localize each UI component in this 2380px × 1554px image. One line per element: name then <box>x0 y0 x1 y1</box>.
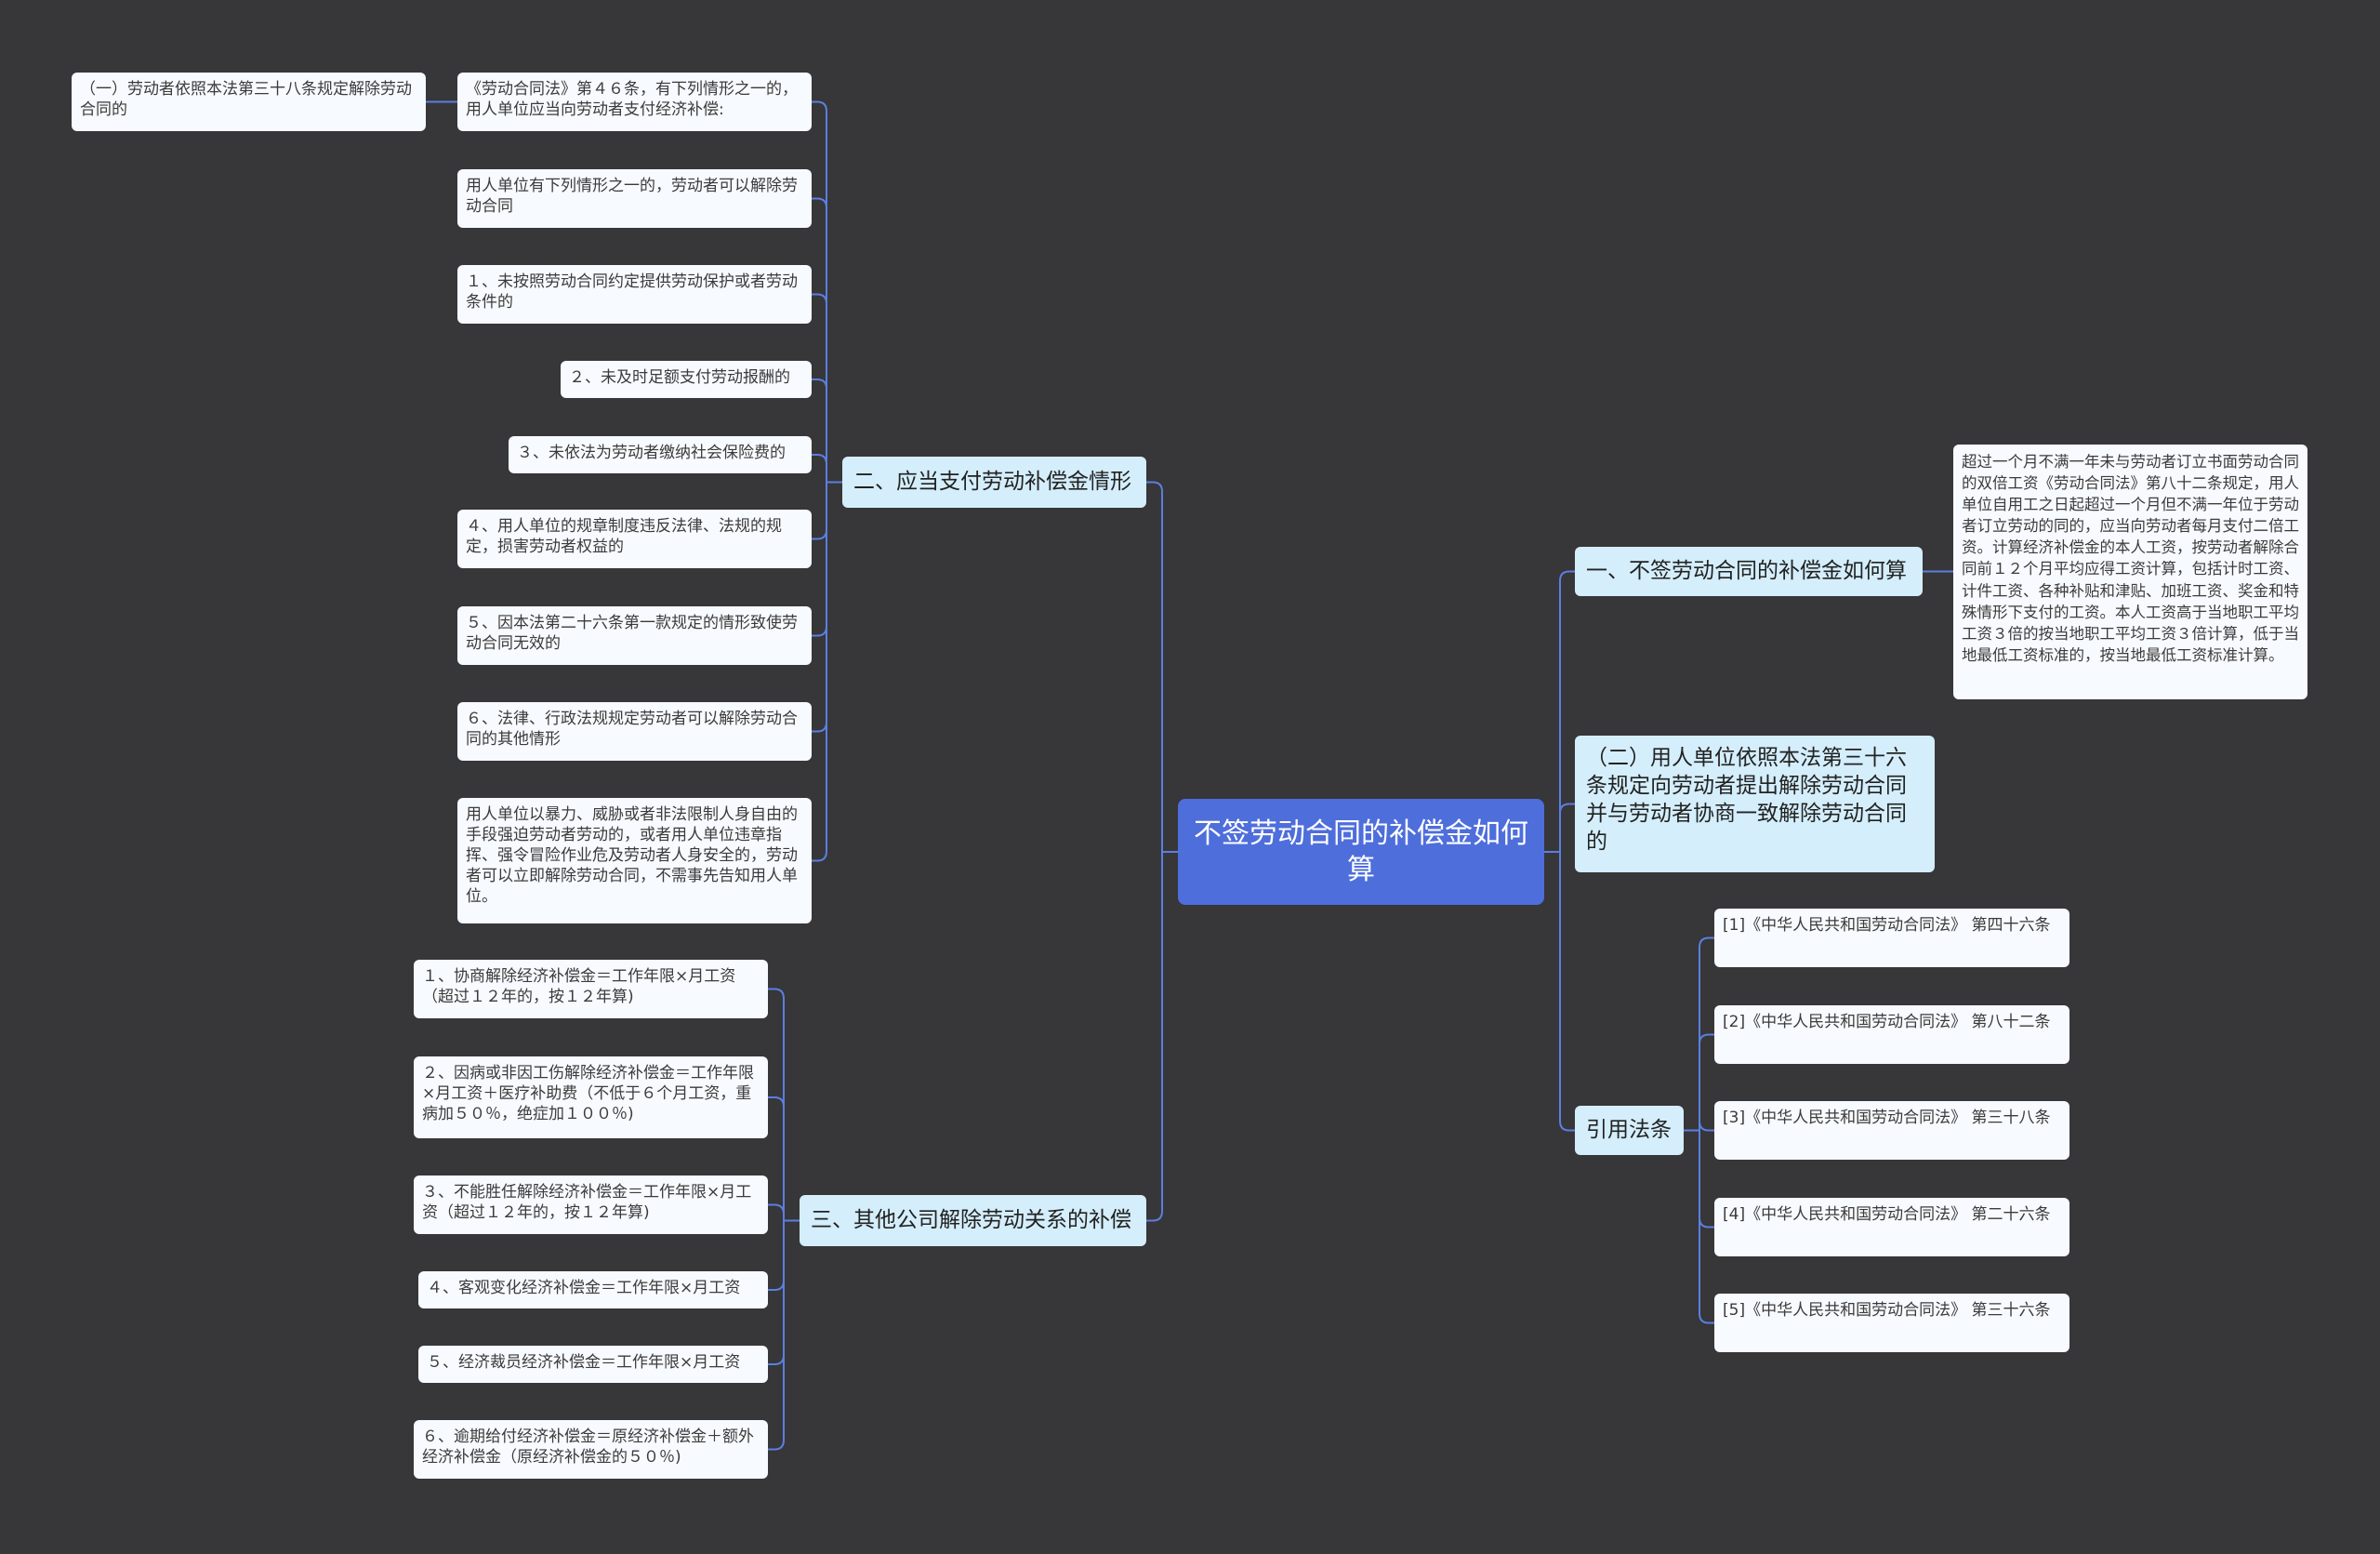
branch-cited-articles-label: 引用法条 <box>1586 1117 1672 1142</box>
b3-link-1 <box>768 1096 785 1221</box>
ref-article-38[interactable]: [3]《中华人民共和国劳动合同法》 第三十八条 <box>1714 1101 2069 1160</box>
b2-link-3 <box>812 379 827 483</box>
leaf-illness[interactable]: ２、因病或非因工伤解除经济补偿金＝工作年限×月工资＋医疗补助费（不低于６个月工资… <box>414 1056 768 1138</box>
b2-link-6 <box>812 482 827 637</box>
b2-link-7 <box>812 482 827 733</box>
leaf-calculation-detail[interactable]: 超过一个月不满一年未与劳动者订立书面劳动合同的双倍工资《劳动合同法》第八十二条规… <box>1953 445 2307 699</box>
b3-link-4 <box>768 1220 785 1365</box>
refs-link-3 <box>1699 1130 1714 1229</box>
b3-link-0 <box>768 988 785 1221</box>
branch-other-compensation[interactable]: 三、其他公司解除劳动关系的补偿 <box>800 1195 1146 1246</box>
branch-how-to-calculate-label: 一、不签劳动合同的补偿金如何算 <box>1586 558 1907 583</box>
root-left-link-0 <box>1146 481 1163 852</box>
leaf-case-5[interactable]: ５、因本法第二十六条第一款规定的情形致使劳动合同无效的 <box>457 606 812 665</box>
branch-article-36-case-label: （二）用人单位依照本法第三十六条规定向劳动者提出解除劳动合同并与劳动者协商一致解… <box>1586 746 1907 854</box>
refs-link-2 <box>1699 1121 1714 1132</box>
root-right-link-2 <box>1559 852 1575 1132</box>
root-right-link-0 <box>1559 570 1575 852</box>
leaf-incompetence[interactable]: ３、不能胜任解除经济补偿金＝工作年限×月工资（超过１２年的，按１２年算) <box>414 1175 768 1234</box>
root-topic[interactable]: 不签劳动合同的补偿金如何算 <box>1178 799 1544 905</box>
branch-compensation-cases-label: 二、应当支付劳动补偿金情形 <box>853 469 1131 494</box>
root-right-link-1 <box>1559 803 1575 852</box>
leaf-case-6[interactable]: ６、法律、行政法规规定劳动者可以解除劳动合同的其他情形 <box>457 702 812 761</box>
root-left-link-1 <box>1146 852 1163 1222</box>
branch-article-36-case[interactable]: （二）用人单位依照本法第三十六条规定向劳动者提出解除劳动合同并与劳动者协商一致解… <box>1575 736 1935 872</box>
b2-link-1 <box>812 197 827 483</box>
b2-link-8 <box>812 482 827 862</box>
leaf-article-46[interactable]: 《劳动合同法》第４６条，有下列情形之一的，用人单位应当向劳动者支付经济补偿: <box>457 73 812 131</box>
leaf-objective-change[interactable]: ４、客观变化经济补偿金＝工作年限×月工资 <box>418 1271 768 1308</box>
leaf-case-1[interactable]: １、未按照劳动合同约定提供劳动保护或者劳动条件的 <box>457 265 812 324</box>
leaf-overdue-payment[interactable]: ６、逾期给付经济补偿金＝原经济补偿金＋额外经济补偿金（原经济补偿金的５０％) <box>414 1420 768 1479</box>
leaf-employee-may-terminate[interactable]: 用人单位有下列情形之一的，劳动者可以解除劳动合同 <box>457 169 812 228</box>
leaf-case-3[interactable]: ３、未依法为劳动者缴纳社会保险费的 <box>509 436 812 473</box>
leaf-negotiated[interactable]: １、协商解除经济补偿金＝工作年限×月工资（超过１２年的，按１２年算) <box>414 960 768 1018</box>
refs-link-1 <box>1699 1033 1714 1131</box>
refs-link-4 <box>1699 1130 1714 1324</box>
b2-link-5 <box>812 482 827 540</box>
refs-link-0 <box>1699 936 1714 1131</box>
b3-link-2 <box>768 1203 785 1221</box>
root-topic-label: 不签劳动合同的补偿金如何算 <box>1194 817 1528 886</box>
ref-article-26[interactable]: [4]《中华人民共和国劳动合同法》 第二十六条 <box>1714 1198 2069 1256</box>
branch-compensation-cases[interactable]: 二、应当支付劳动补偿金情形 <box>842 457 1146 508</box>
b2-link-4 <box>812 454 827 483</box>
branch-other-compensation-label: 三、其他公司解除劳动关系的补偿 <box>811 1207 1131 1232</box>
leaf-immediate-termination[interactable]: 用人单位以暴力、威胁或者非法限制人身自由的手段强迫劳动者劳动的，或者用人单位违章… <box>457 798 812 923</box>
leaf-case-2[interactable]: ２、未及时足额支付劳动报酬的 <box>561 361 812 398</box>
b2-link-2 <box>812 293 827 483</box>
leaf-case-4[interactable]: ４、用人单位的规章制度违反法律、法规的规定，损害劳动者权益的 <box>457 510 812 568</box>
branch-cited-articles[interactable]: 引用法条 <box>1575 1106 1684 1155</box>
ref-article-46[interactable]: [1]《中华人民共和国劳动合同法》 第四十六条 <box>1714 909 2069 967</box>
leaf-layoff[interactable]: ５、经济裁员经济补偿金＝工作年限×月工资 <box>418 1346 768 1383</box>
leaf-article-38-case[interactable]: （一）劳动者依照本法第三十八条规定解除劳动合同的 <box>72 73 426 131</box>
branch-how-to-calculate[interactable]: 一、不签劳动合同的补偿金如何算 <box>1575 547 1923 596</box>
b3-link-3 <box>768 1220 785 1291</box>
ref-article-36[interactable]: [5]《中华人民共和国劳动合同法》 第三十六条 <box>1714 1294 2069 1352</box>
ref-article-82[interactable]: [2]《中华人民共和国劳动合同法》 第八十二条 <box>1714 1005 2069 1064</box>
b3-link-5 <box>768 1220 785 1451</box>
b2-link-0 <box>812 100 827 483</box>
